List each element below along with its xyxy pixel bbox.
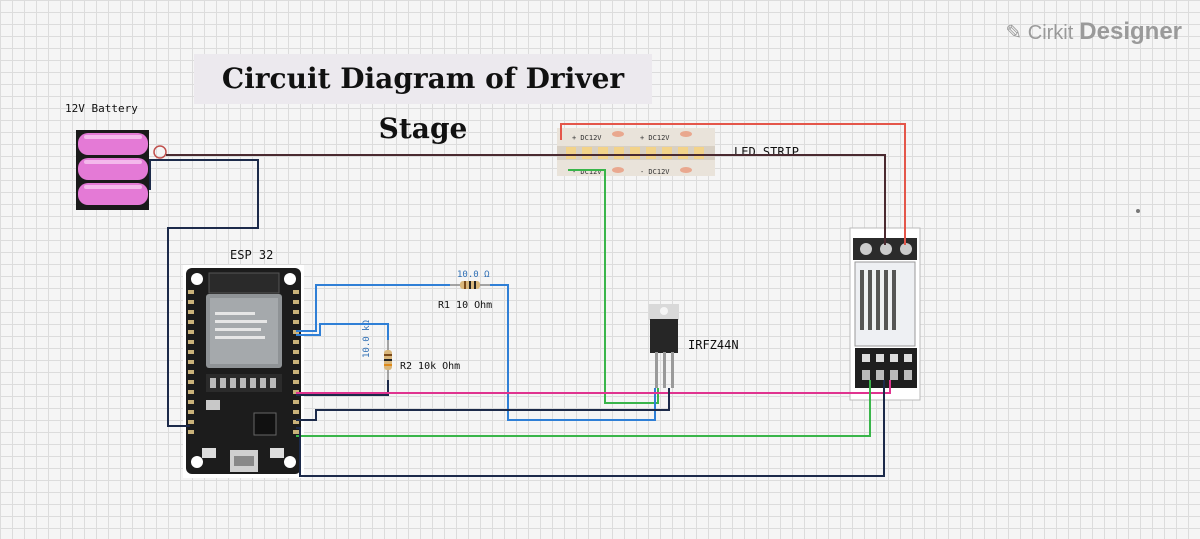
wire-led-negative (568, 169, 659, 404)
wire-signal-pink (296, 380, 891, 394)
wire-r2-gnd (296, 380, 389, 396)
wire-battery-negative (149, 159, 259, 427)
canvas-dot (1136, 209, 1140, 213)
title-box: Circuit Diagram of Driver Stage (194, 54, 652, 145)
diagram-title: Circuit Diagram of Driver Stage (221, 62, 625, 145)
wires (149, 123, 906, 477)
brand-icon: ✎ (1005, 22, 1023, 44)
resistor-r1[interactable] (450, 281, 490, 289)
wire-r1-gate (490, 284, 656, 421)
wire-gpio-r2 (296, 323, 389, 340)
driver-module[interactable] (849, 227, 921, 401)
mosfet-label: IRFZ44N (688, 338, 739, 352)
wire-12v-positive (560, 123, 906, 245)
wire-signal-green (296, 380, 871, 437)
r2-label: R2 10k Ohm (400, 361, 461, 372)
led-strip-marking-top: + DC12V (572, 134, 602, 142)
led-strip-marking-top-2: + DC12V (640, 134, 670, 142)
esp32-board[interactable] (183, 265, 304, 478)
led-strip[interactable]: + DC12V + DC12V - DC12V - DC12V (557, 128, 715, 176)
mosfet-irfz44n[interactable] (649, 304, 679, 388)
wire-gnd-return (296, 380, 885, 477)
led-strip-marking-bottom-2: - DC12V (640, 168, 670, 176)
r1-value: 10.0 Ω (457, 270, 490, 280)
wire-mosfet-source (296, 388, 670, 421)
led-strip-marking-bottom: - DC12V (572, 168, 602, 176)
battery-terminal-positive[interactable] (153, 145, 167, 159)
r1-label: R1 10 Ohm (438, 300, 493, 311)
battery[interactable] (76, 130, 167, 210)
brand-product: Designer (1079, 18, 1182, 45)
wire-battery-positive (166, 154, 886, 245)
brand-name: Cirkit (1027, 22, 1074, 44)
esp32-label: ESP 32 (230, 248, 274, 262)
resistor-r2[interactable] (384, 340, 392, 380)
battery-label: 12V Battery (65, 102, 138, 115)
wire-gpio-r1 (296, 284, 450, 332)
